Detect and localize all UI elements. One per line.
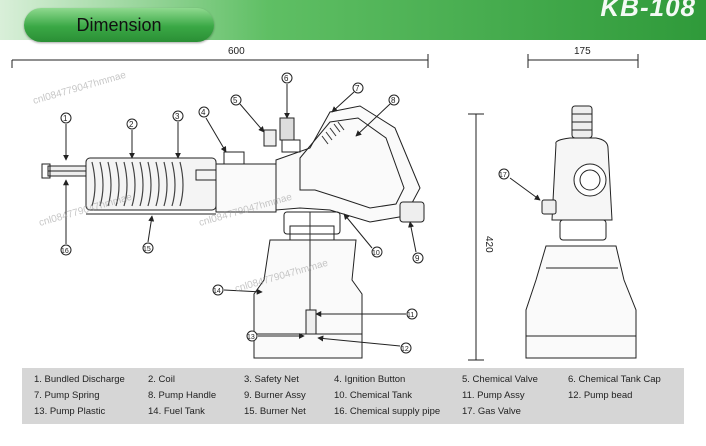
part-17: 17. Gas Valve (462, 406, 521, 417)
brand-text: KB-108 (600, 0, 696, 22)
callout-6: 6 (281, 72, 293, 119)
callout-7-text: 7 (355, 84, 360, 93)
side-view (41, 105, 425, 359)
part-16: 16. Chemical supply pipe (334, 406, 441, 417)
part-1: 1. Bundled Discharge (34, 374, 125, 385)
dimension-line-length: 600 (11, 46, 429, 68)
width-label: 175 (574, 46, 591, 57)
drawing-area: 600 175 420 (0, 40, 706, 366)
callout-1-text: 1 (63, 114, 68, 123)
part-6: 6. Chemical Tank Cap (568, 374, 661, 385)
part-3: 3. Safety Net (244, 374, 299, 385)
callout-16-text: 16 (61, 248, 69, 255)
part-7: 7. Pump Spring (34, 390, 100, 401)
callout-5: 5 (230, 94, 265, 133)
callout-11: 11 (315, 308, 418, 320)
part-2: 2. Coil (148, 374, 175, 385)
callout-4: 4 (198, 106, 227, 153)
callout-1: 1 (60, 112, 72, 161)
callout-13: 13 (246, 330, 305, 342)
bottom-strip (0, 430, 706, 446)
callout-3-text: 3 (175, 112, 180, 121)
front-view (525, 105, 637, 359)
callout-13-text: 13 (247, 334, 255, 341)
technical-drawing: 600 175 420 (11, 46, 639, 361)
callout-8-text: 8 (391, 96, 396, 105)
callout-2: 2 (126, 118, 138, 159)
part-12: 12. Pump bead (568, 390, 633, 401)
callout-9: 9 (408, 221, 424, 264)
dimension-heading: Dimension (76, 15, 162, 35)
dimension-tab: Dimension (24, 8, 214, 42)
callout-15: 15 (142, 215, 155, 254)
callouts: 1 2 3 4 5 6 7 (60, 72, 541, 354)
callout-3: 3 (172, 110, 184, 159)
callout-8: 8 (355, 94, 400, 137)
part-14: 14. Fuel Tank (148, 406, 205, 417)
callout-14: 14 (212, 284, 263, 296)
callout-10-text: 10 (372, 250, 380, 257)
callout-12-text: 12 (401, 346, 409, 353)
part-8: 8. Pump Handle (148, 390, 217, 401)
watermark-text-1: cnl084779047hmmae (32, 70, 128, 107)
callout-5-text: 5 (233, 96, 238, 105)
part-11: 11. Pump Assy (462, 390, 525, 401)
part-9: 9. Burner Assy (244, 390, 306, 401)
dimension-line-width: 175 (527, 46, 639, 68)
callout-6-text: 6 (284, 74, 289, 83)
parts-legend: 1. Bundled Discharge 2. Coil 3. Safety N… (22, 368, 684, 424)
part-13: 13. Pump Plastic (34, 406, 106, 417)
callout-10: 10 (343, 213, 383, 258)
callout-17: 17 (498, 168, 541, 201)
length-label: 600 (228, 46, 245, 57)
callout-11-text: 11 (407, 312, 414, 319)
callout-4-text: 4 (201, 108, 206, 117)
part-4: 4. Ignition Button (334, 374, 406, 385)
height-label: 420 (483, 236, 494, 253)
part-5: 5. Chemical Valve (462, 374, 538, 385)
callout-14-text: 14 (213, 288, 221, 295)
part-15: 15. Burner Net (244, 406, 306, 417)
callout-16: 16 (60, 179, 72, 256)
callout-9-text: 9 (415, 254, 420, 263)
callout-12: 12 (317, 335, 412, 354)
part-10: 10. Chemical Tank (334, 390, 412, 401)
callout-17-text: 17 (499, 172, 507, 179)
callout-2-text: 2 (129, 120, 134, 129)
callout-15-text: 15 (143, 246, 151, 253)
dimension-line-height: 420 (468, 113, 494, 361)
callout-7: 7 (331, 82, 364, 113)
